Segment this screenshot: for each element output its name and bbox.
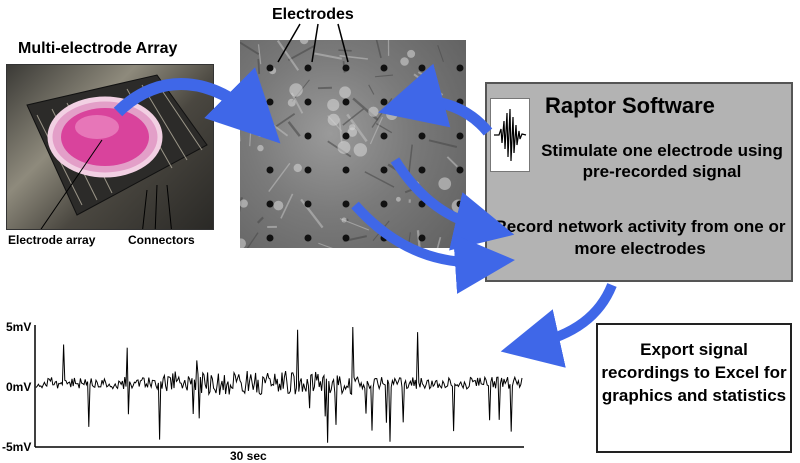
electrodes-title: Electrodes bbox=[272, 6, 354, 23]
electrode-dot bbox=[456, 166, 464, 174]
waveform-icon bbox=[490, 98, 530, 172]
electrode-dot bbox=[304, 200, 312, 208]
export-text: Export signal recordings to Excel for gr… bbox=[601, 340, 787, 405]
electrode-dot bbox=[456, 64, 464, 72]
electrode-dot bbox=[380, 132, 388, 140]
electrode-dot bbox=[304, 132, 312, 140]
arrow-mea-to-electrodes bbox=[113, 67, 281, 144]
arrow-to-signal bbox=[500, 283, 617, 368]
electrode-dot bbox=[418, 200, 426, 208]
electrode-dot bbox=[418, 234, 426, 242]
mea-title: Multi-electrode Array bbox=[18, 40, 178, 57]
connectors-label: Connectors bbox=[128, 233, 195, 247]
electrode-dot bbox=[342, 64, 350, 72]
electrode-dot bbox=[418, 166, 426, 174]
electrode-dot bbox=[342, 132, 350, 140]
electrode-dot bbox=[304, 234, 312, 242]
electrode-dot bbox=[342, 98, 350, 106]
electrode-dot bbox=[456, 132, 464, 140]
mea-photo bbox=[6, 64, 214, 230]
electrode-dot bbox=[380, 166, 388, 174]
electrode-dot bbox=[342, 166, 350, 174]
raptor-title: Raptor Software bbox=[545, 93, 715, 118]
electrode-dot bbox=[304, 64, 312, 72]
y-label-top: 5mV bbox=[6, 320, 32, 334]
arrow-record-2 bbox=[351, 201, 515, 294]
arrow-stimulate bbox=[378, 63, 493, 136]
record-text: Record network activity from one or more… bbox=[494, 217, 786, 258]
export-box bbox=[596, 323, 792, 453]
signal-trace bbox=[34, 325, 524, 448]
y-label-mid: 0mV bbox=[6, 380, 32, 394]
electrode-dot bbox=[304, 166, 312, 174]
electrode-dot bbox=[266, 234, 274, 242]
y-label-bottom: -5mV bbox=[2, 440, 32, 454]
electrode-dot bbox=[418, 132, 426, 140]
raptor-software-box bbox=[485, 82, 793, 282]
electrode-dot bbox=[266, 166, 274, 174]
electrode-array-label: Electrode array bbox=[8, 233, 96, 247]
stimulate-text: Stimulate one electrode using pre-record… bbox=[541, 141, 783, 181]
arrow-record-1 bbox=[390, 157, 515, 251]
x-label: 30 sec bbox=[230, 449, 267, 463]
electrode-pointers bbox=[277, 23, 349, 63]
electrode-dot bbox=[380, 200, 388, 208]
electrode-dot bbox=[266, 200, 274, 208]
electrode-dot bbox=[342, 200, 350, 208]
electrode-dot bbox=[342, 234, 350, 242]
electrode-dot bbox=[304, 98, 312, 106]
